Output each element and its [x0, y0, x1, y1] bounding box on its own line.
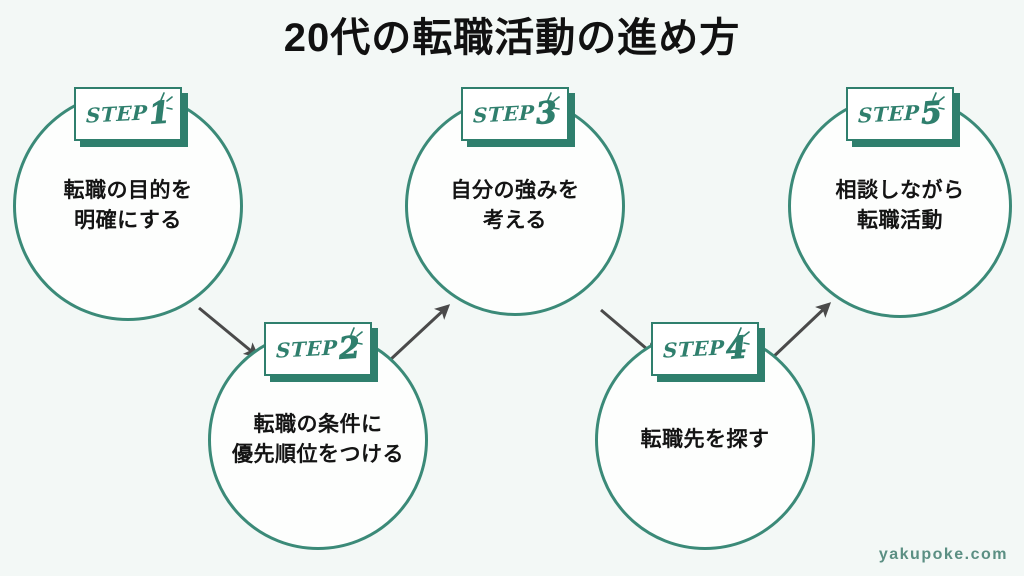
step-badge-number: 2 [338, 330, 362, 367]
page-title: 20代の転職活動の進め方 [283, 16, 741, 60]
step-label-line: 考える [483, 209, 547, 233]
step-badge-number: 3 [535, 95, 559, 132]
step-label-line: 転職先を探す [640, 428, 770, 451]
step-label-5: 相談しながら転職活動 [788, 176, 1012, 237]
watermark: yakupoke.com [878, 546, 1008, 563]
step-badge-word: STEP [857, 100, 920, 128]
step-label-4: 転職先を探す [595, 425, 815, 455]
step-label-2: 転職の条件に優先順位をつける [208, 410, 428, 471]
step-badge-number: 1 [148, 95, 172, 132]
step-label-line: 転職の目的を [63, 179, 193, 202]
step-badge-number: 4 [725, 330, 749, 367]
step-label-line: 転職の条件に [253, 413, 383, 436]
step-label-line: 相談しながら [835, 179, 965, 202]
step-node-5: 相談しながら転職活動 [788, 94, 1012, 318]
step-badge-word: STEP [472, 100, 535, 128]
step-label-line: 優先順位をつける [232, 443, 404, 467]
step-label-line: 自分の強みを [450, 179, 580, 202]
step-badge-word: STEP [275, 335, 338, 363]
step-badge-word: STEP [662, 335, 725, 363]
step-label-line: 転職活動 [857, 209, 943, 233]
step-label-line: 明確にする [74, 209, 182, 233]
step-badge-word: STEP [85, 100, 148, 128]
step-label-3: 自分の強みを考える [405, 176, 625, 237]
step-circle-5[interactable] [788, 94, 1012, 318]
step-label-1: 転職の目的を明確にする [13, 176, 243, 237]
step-badge-number: 5 [920, 95, 944, 132]
